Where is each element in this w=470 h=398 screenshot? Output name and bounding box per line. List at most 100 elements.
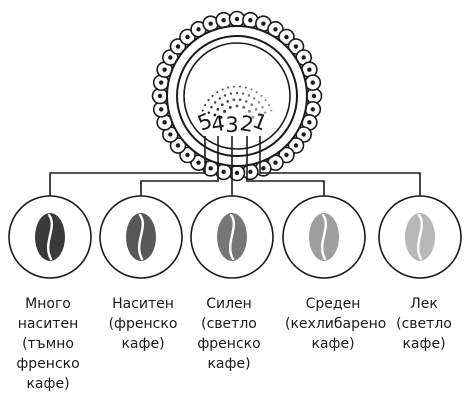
knob-tooth-dot	[158, 80, 164, 85]
connector-line	[259, 136, 421, 196]
knob-tooth-dot	[310, 107, 316, 112]
bean-groove	[137, 213, 145, 261]
caption-line: кафе)	[311, 336, 355, 352]
bean-groove	[46, 213, 54, 261]
dial-number: 2	[239, 111, 256, 137]
strength-dot	[260, 94, 263, 97]
strength-dot	[207, 99, 210, 102]
strength-dot	[238, 85, 242, 88]
bean-icon-strong	[190, 195, 274, 279]
strength-dot	[227, 86, 230, 89]
caption-line: (светло	[396, 316, 452, 332]
knob-tooth-dot	[162, 67, 167, 72]
strength-dot	[241, 92, 245, 95]
caption-line: кафе)	[26, 376, 70, 392]
bean-groove	[416, 213, 424, 261]
strength-dot	[264, 99, 267, 102]
knob-tooth-dot	[293, 44, 299, 49]
knob-tooth-dot	[208, 21, 213, 26]
connector-line	[246, 136, 325, 196]
caption-line: френско	[16, 356, 80, 372]
knob-tooth-dot	[221, 17, 226, 23]
strength-dot	[257, 101, 261, 104]
strength-dot	[220, 103, 224, 107]
strength-dot	[270, 109, 273, 112]
strength-dot	[257, 113, 261, 117]
connector-line	[49, 136, 206, 196]
caption-line: Лек	[410, 296, 438, 312]
knob-tooth-dot	[196, 160, 201, 165]
strength-dot	[201, 109, 204, 112]
dial-number: 4	[210, 111, 227, 137]
strength-dot	[244, 86, 247, 89]
strength-dot	[226, 100, 230, 103]
knob-tooth-dot	[196, 27, 201, 32]
strength-dot	[267, 104, 270, 107]
caption-line: (светло	[201, 316, 257, 332]
strength-dot	[247, 109, 251, 113]
knob-tooth-dot	[248, 17, 253, 23]
strength-dot	[232, 98, 236, 102]
roast-bean-icons	[8, 195, 462, 279]
knob-tooth-dot	[307, 67, 312, 72]
knob-tooth-dot	[221, 169, 226, 175]
bean-icon-light	[378, 195, 462, 279]
strength-dot	[247, 94, 251, 97]
knob-tooth-dot	[301, 55, 306, 60]
caption-line: (френско	[108, 316, 178, 332]
roast-caption-light: Лек (светло кафе)	[376, 294, 470, 354]
knob-tooth-dot	[284, 34, 289, 40]
knob-tooth-dot	[310, 80, 316, 85]
connector-lines	[49, 136, 421, 196]
bean-groove	[320, 213, 328, 261]
caption-line: кафе)	[207, 356, 251, 372]
strength-dot	[254, 107, 258, 111]
strength-dot	[242, 105, 246, 109]
strength-dot	[204, 104, 207, 107]
strength-dot	[235, 91, 239, 95]
bean-groove	[228, 213, 236, 261]
knob-tooth-dot	[311, 93, 317, 99]
knob-inner-ring	[176, 35, 298, 157]
caption-line: (кехлибарено	[285, 316, 387, 332]
strength-dot	[216, 91, 219, 94]
strength-dots-indicator	[201, 85, 273, 119]
knob-tooth-dot	[273, 27, 278, 32]
strength-dot	[244, 100, 248, 103]
bean-icon-very-dark	[8, 195, 92, 279]
bean-icon-dark	[99, 195, 183, 279]
strength-dot	[238, 98, 242, 102]
strength-dot	[216, 107, 220, 111]
knob-tooth-dot	[168, 132, 173, 137]
knob-tooth-dot	[208, 166, 213, 171]
knob-tooth-dot	[284, 152, 289, 158]
strength-dot	[219, 115, 223, 119]
strength-dot	[250, 88, 253, 91]
strength-dot	[250, 103, 254, 107]
caption-line: Много	[25, 296, 71, 312]
caption-line: Силен	[206, 296, 252, 312]
knob-tooth-dot	[185, 34, 190, 40]
knob-tooth-dot	[234, 170, 240, 176]
strength-dot	[213, 113, 217, 117]
strength-dot	[251, 115, 255, 119]
strength-dot	[235, 104, 239, 108]
roast-caption-medium: Среден (кехлибарено кафе)	[285, 294, 387, 354]
strength-dot	[213, 101, 217, 104]
knob-tooth-dot	[248, 169, 253, 175]
roast-caption-strong: Силен (светло френско кафе)	[181, 294, 277, 374]
bean-icon-medium	[282, 195, 366, 279]
strength-dot	[228, 105, 232, 109]
caption-line: кафе)	[402, 336, 446, 352]
knob-face	[183, 42, 291, 150]
knob-tooth-dot	[168, 55, 173, 60]
strength-dot	[221, 88, 224, 91]
knob-tooth-dot	[175, 44, 181, 49]
strength-dot	[218, 97, 221, 100]
knob-tooth-dot	[307, 120, 312, 125]
strength-dot	[261, 106, 264, 109]
caption-line: (тъмно	[22, 336, 74, 352]
roast-caption-very-dark: Много наситен (тъмно френско кафе)	[0, 294, 96, 394]
strength-dot	[255, 91, 258, 94]
